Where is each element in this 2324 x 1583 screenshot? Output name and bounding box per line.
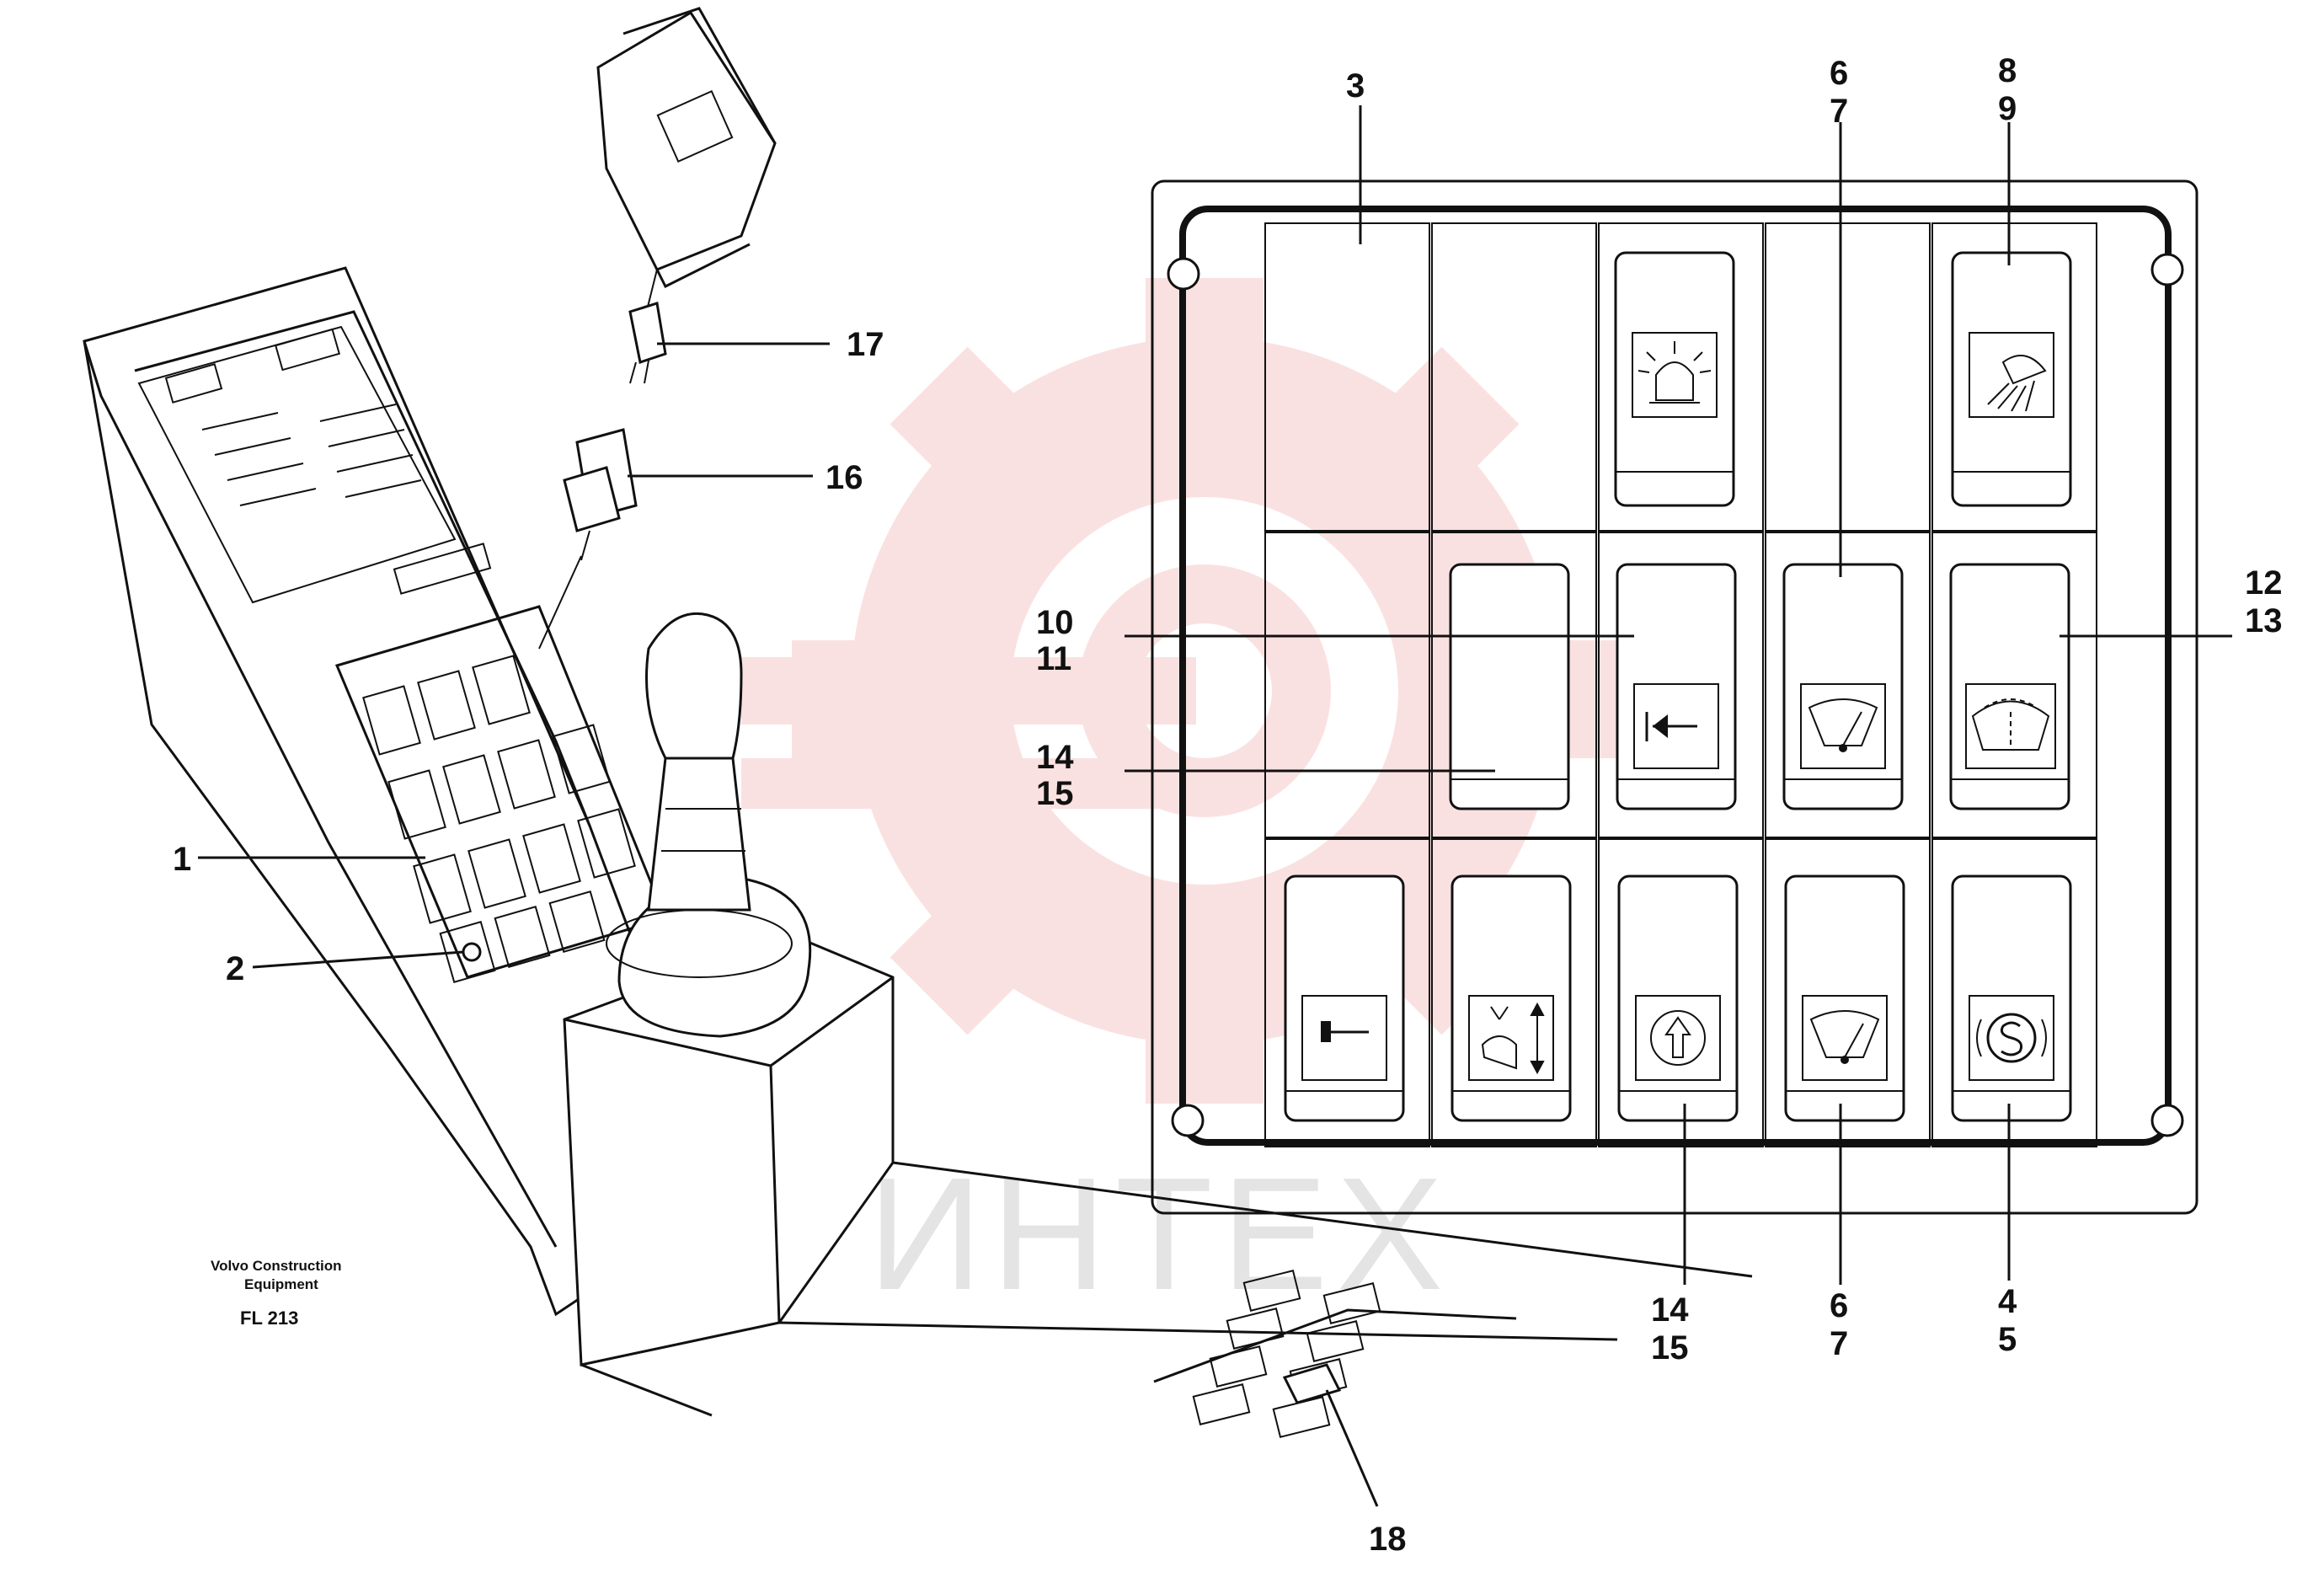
rocker-switch-blank-10 [1449,563,1570,810]
rocker-switch-rear-wiper [1949,563,2070,810]
callout-4: 4 [1998,1283,2017,1320]
work-light-icon [1987,355,2047,412]
joystick-housing [563,933,1753,1417]
callout-11: 11 [1036,640,1071,677]
callout-7-top: 7 [1830,93,1848,130]
callout-14-mid: 14 [1036,739,1074,776]
callout-17: 17 [847,326,884,363]
callout-2: 2 [226,950,244,987]
callout-1: 1 [173,841,191,878]
floor-switch-panel [1153,1270,1517,1438]
callout-labels: 3 6 7 8 9 10 11 12 13 14 15 14 15 6 7 4 … [173,52,2283,1558]
watermark-text: ИНТЕХ [868,1145,1451,1324]
console-switch-grid [362,655,636,983]
corner-screw [2150,1104,2184,1137]
maker-line-1: Volvo Construction [211,1258,342,1274]
rocker-switch-arrow [1616,563,1737,810]
hammer-icon [1321,1021,1369,1042]
callout-15-mid: 15 [1036,775,1074,812]
bulb-holder-16 [538,428,638,650]
wiper-icon [1809,1010,1880,1064]
callout-18: 18 [1369,1521,1407,1558]
joystick [606,612,812,1038]
leader-lines [198,105,2232,1507]
callout-14-bottom: 14 [1651,1292,1689,1329]
exploded-rocker-switch [596,7,777,338]
corner-screw [1167,257,1200,291]
rotating-beacon-icon [1637,341,1712,404]
callout-16: 16 [825,459,863,496]
rocker-switch-worklight [1951,251,2072,507]
callout-9: 9 [1998,90,2017,127]
corner-screw [2150,253,2184,286]
rocker-switch-front-wiper [1782,563,1904,810]
arrow-left-icon [1645,712,1697,741]
arrow-up-circle-icon [1650,1010,1706,1066]
bucket-lift-icon [1481,1002,1545,1075]
corner-screw [1171,1104,1205,1137]
callout-12: 12 [2245,564,2283,602]
callout-6-bottom: 6 [1830,1287,1848,1324]
rocker-switch-wiper [1784,874,1905,1122]
rocker-switch-parking-brake [1951,874,2072,1122]
callout-7-bottom: 7 [1830,1325,1848,1362]
callout-13: 13 [2245,602,2283,639]
maker-line-2: Equipment [244,1276,318,1292]
figure-caption: Volvo Construction Equipment FL 213 [211,1258,342,1329]
rocker-switch-beacon [1614,251,1735,507]
callout-8: 8 [1998,52,2017,89]
rocker-switch-bucket [1450,874,1572,1122]
mounting-screw [462,942,482,962]
rocker-switch-hammer [1284,874,1405,1122]
figure-code: FL 213 [240,1308,298,1329]
rocker-switch-arrow-up [1617,874,1739,1122]
rear-wiper-icon [1971,698,2050,751]
switch-panel-detail [1151,179,2198,1215]
indicator-panel [164,328,492,595]
callout-3: 3 [1346,67,1365,104]
callout-6-top: 6 [1830,55,1848,92]
callout-5: 5 [1998,1321,2017,1358]
bulb-17 [628,302,667,384]
callout-15-bottom: 15 [1651,1329,1689,1366]
front-wiper-icon [1808,698,1878,752]
callout-10: 10 [1036,604,1074,641]
side-console [83,266,668,1317]
parking-brake-icon [1976,1013,2047,1063]
